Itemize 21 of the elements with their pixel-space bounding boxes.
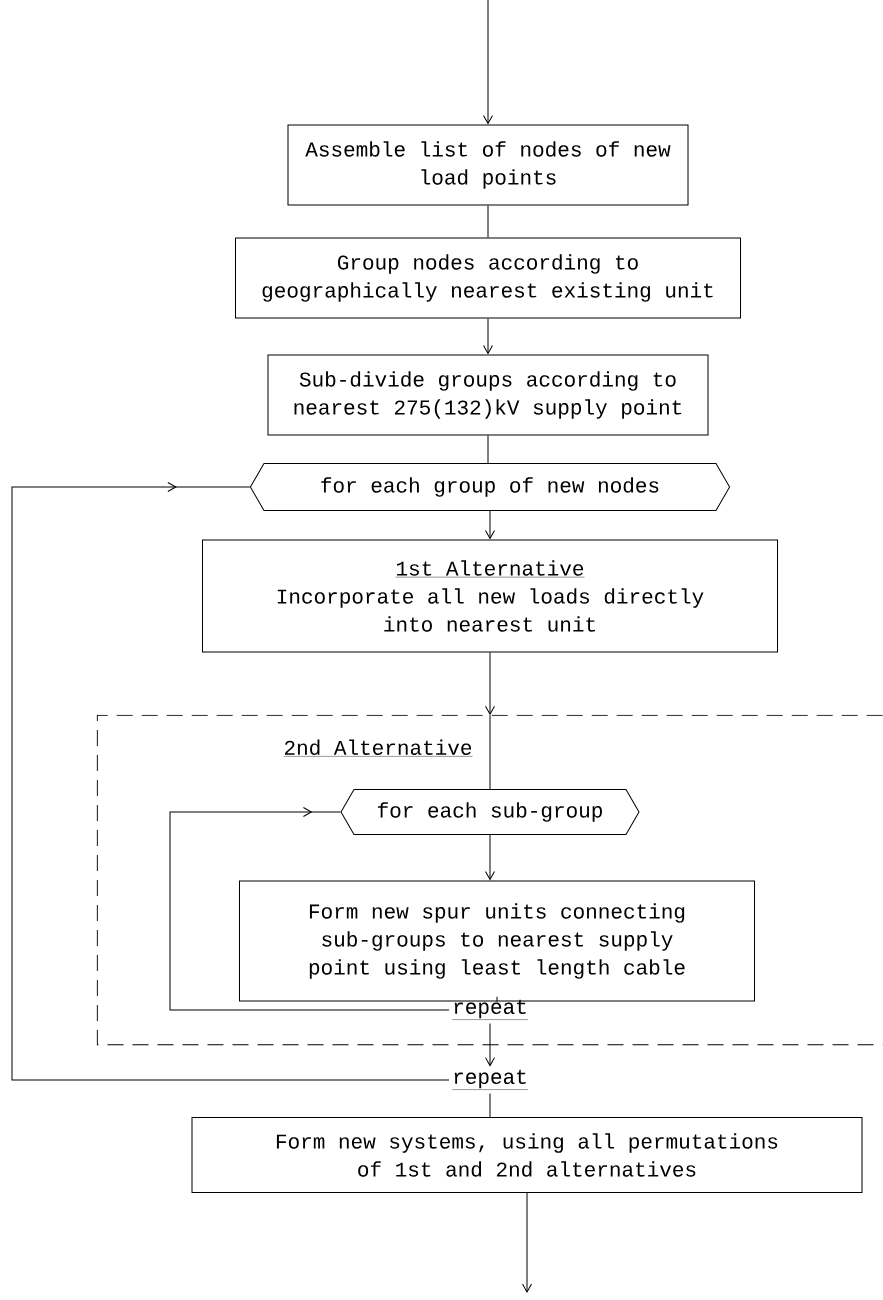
process-box: Assemble list of nodes of new load points	[287, 124, 689, 206]
arrow	[483, 0, 493, 124]
process-box: Form new systems, using all permutations of 1st and 2nd alternatives	[191, 1117, 863, 1193]
arrow	[485, 834, 495, 880]
arrow	[485, 510, 495, 539]
arrow	[483, 318, 493, 354]
connector-line	[489, 714, 491, 790]
arrow	[485, 652, 495, 715]
connector-line	[487, 435, 489, 464]
connector-line	[489, 1092, 491, 1118]
loop-end-label: repeat	[452, 999, 528, 1020]
process-box: Sub-divide groups according to nearest 275(132)kV supply point	[267, 354, 709, 436]
process-box: 1st Alternative Incorporate all new loads directly into nearest unit	[202, 539, 778, 653]
connector-line	[496, 996, 498, 1002]
process-box: Group nodes according to geographically nearest existing unit	[235, 237, 741, 319]
connector-line	[487, 205, 489, 238]
loop-hexagon: for each sub-group	[340, 789, 640, 835]
arrow	[522, 1192, 532, 1293]
loop-end-label: repeat	[452, 1069, 528, 1090]
loop-hexagon: for each group of new nodes	[249, 463, 731, 511]
arrow	[485, 1022, 495, 1067]
